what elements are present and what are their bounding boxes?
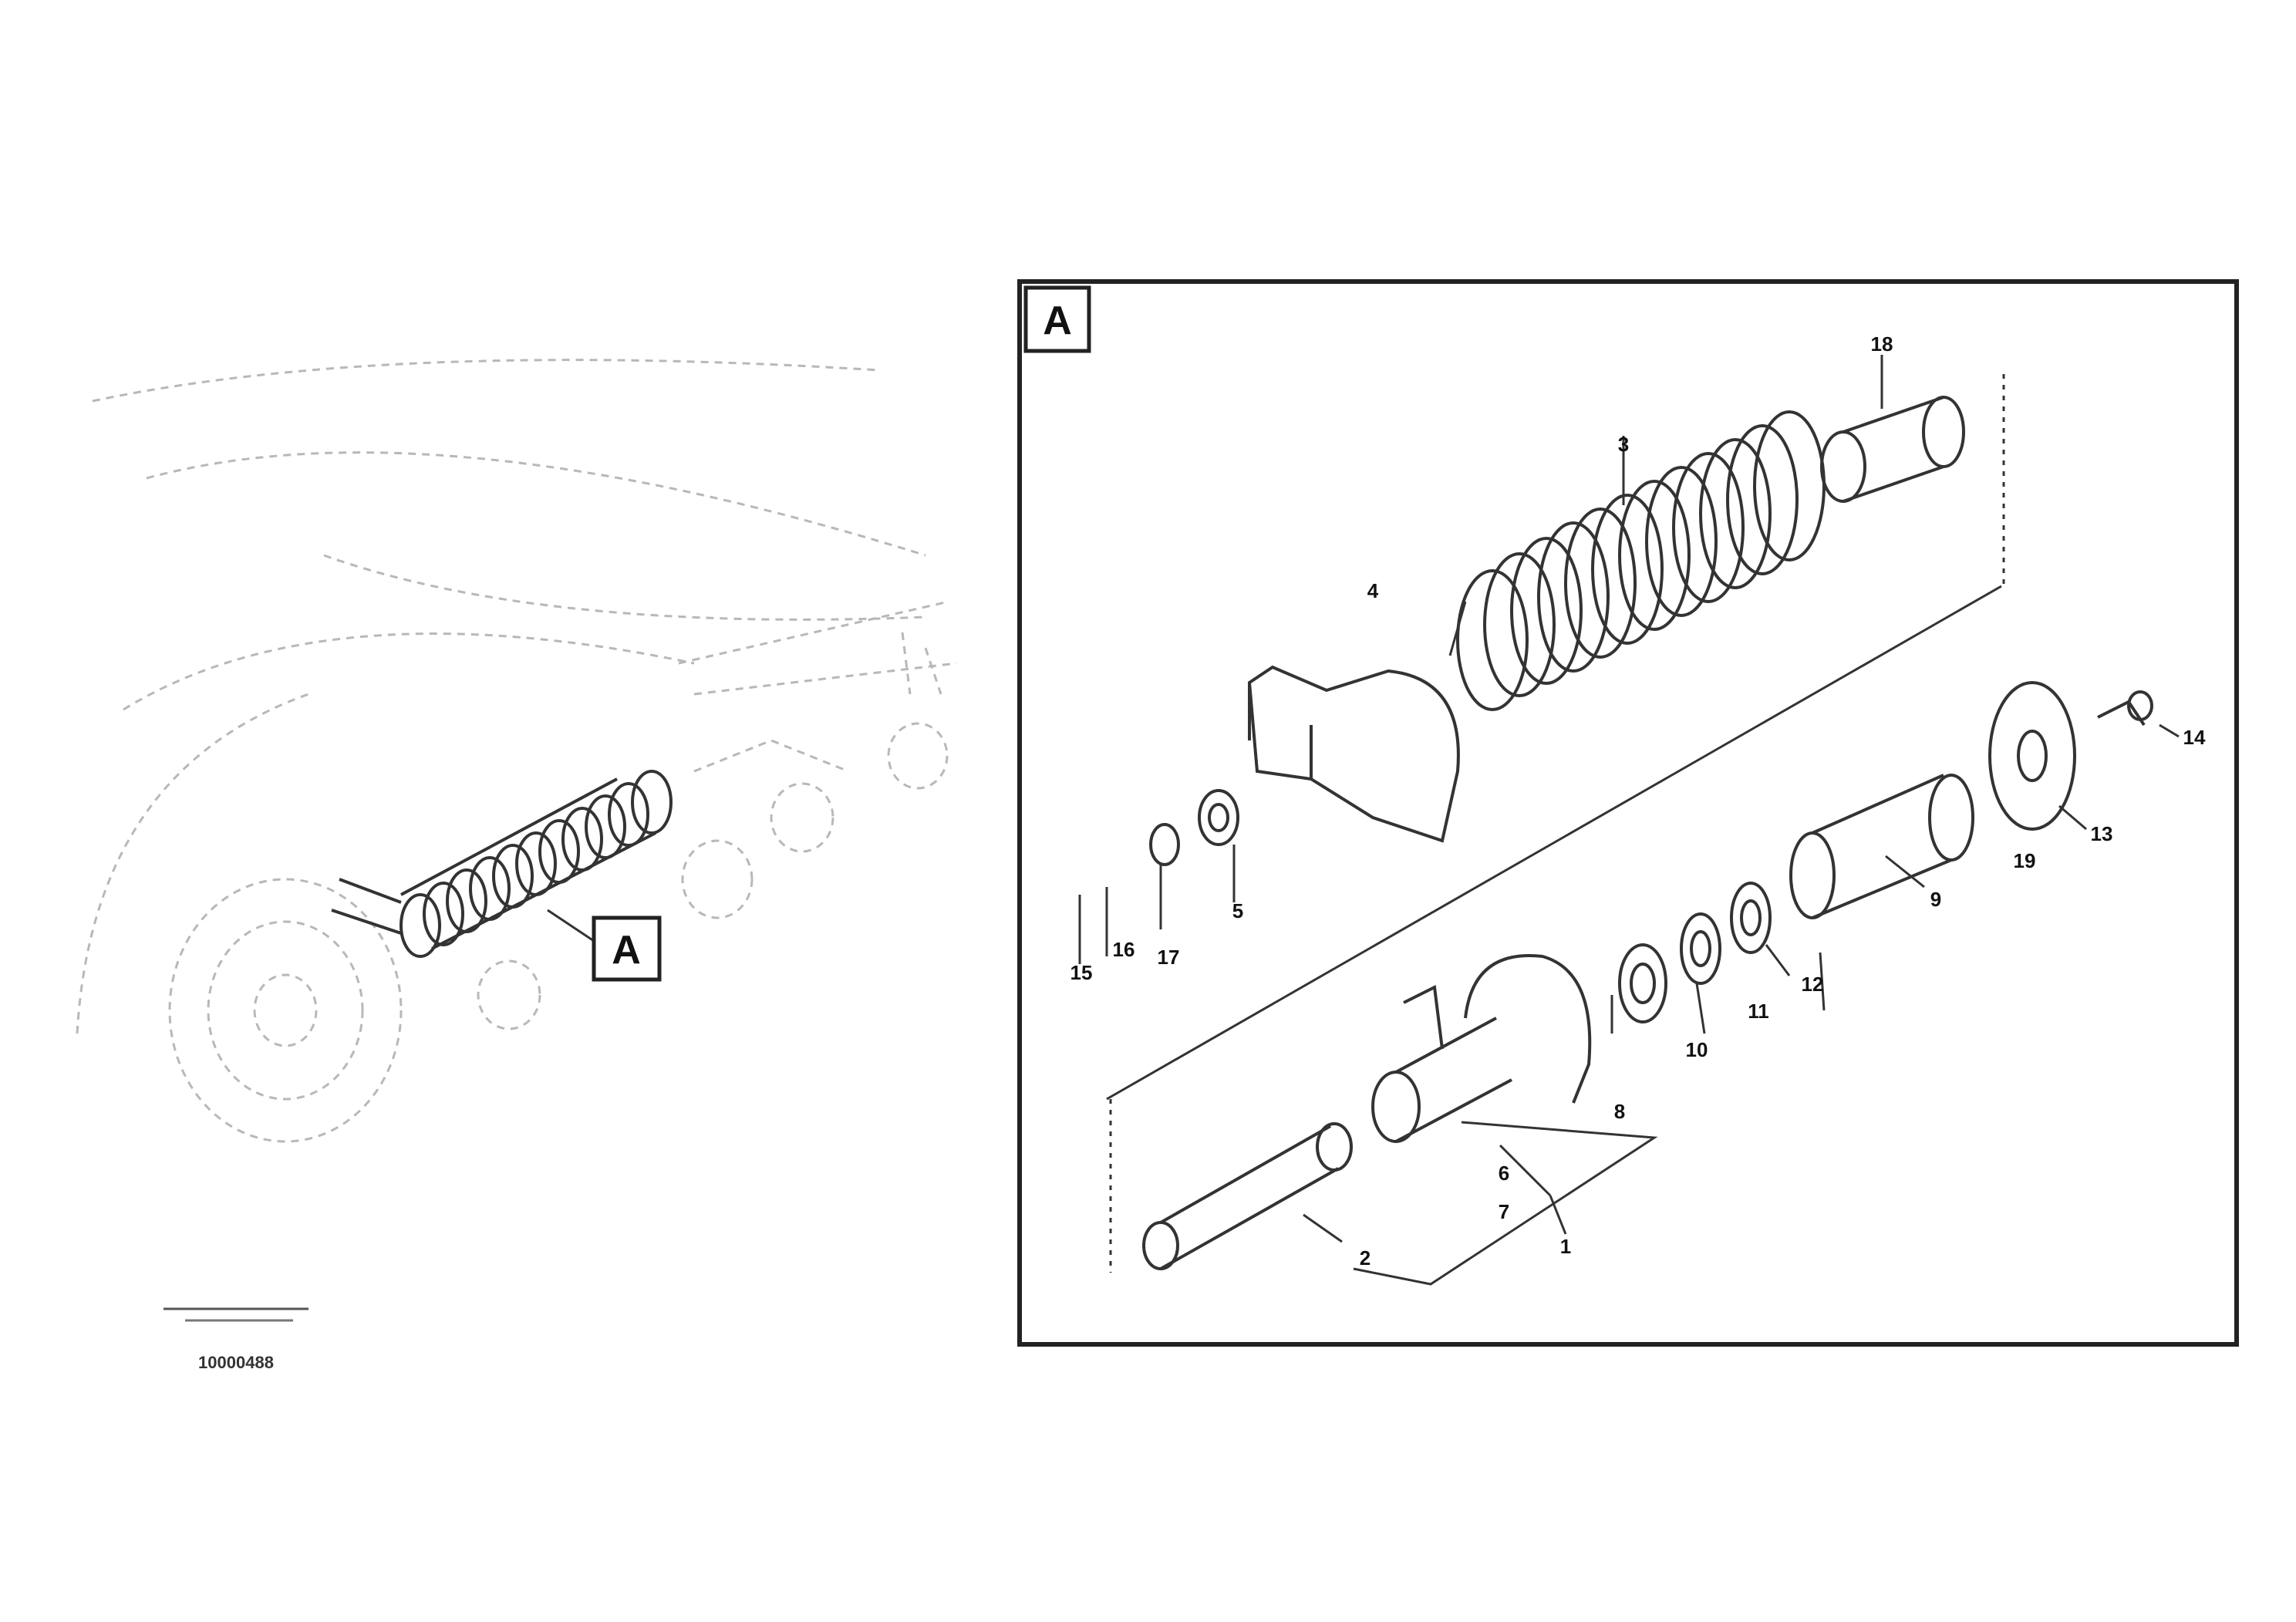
detail-box-label: A	[1043, 298, 1072, 343]
overview-callout-label: A	[612, 928, 641, 973]
part-label-4: 4	[1367, 579, 1379, 602]
detail-upper-assembly	[1078, 355, 1965, 964]
part-label-3: 3	[1618, 433, 1629, 456]
image-code: 10000488	[164, 1307, 308, 1372]
detail-box: A	[1017, 279, 2239, 1347]
part-label-18: 18	[1871, 332, 1893, 356]
part-label-5: 5	[1232, 899, 1243, 922]
part-label-12: 12	[1802, 973, 1824, 996]
overview-callout-a[interactable]: A	[592, 916, 662, 982]
detail-callout-a: A	[1023, 285, 1091, 353]
detail-lower-assembly	[1142, 681, 2180, 1286]
part-number-labels: 1 2 3 4 5 6 7 8 9 10 11 12 13 14 15 16 1…	[1070, 332, 2206, 1270]
part-label-17: 17	[1158, 946, 1180, 969]
part-label-9: 9	[1930, 888, 1941, 911]
part-label-2: 2	[1360, 1246, 1371, 1270]
part-label-15: 15	[1070, 961, 1093, 984]
part-label-19: 19	[2014, 849, 2036, 872]
part-label-6: 6	[1499, 1162, 1509, 1185]
part-label-10: 10	[1686, 1038, 1708, 1061]
part-label-1: 1	[1560, 1235, 1571, 1258]
part-label-13: 13	[2091, 822, 2113, 845]
image-code-text: 10000488	[198, 1353, 274, 1372]
part-label-8: 8	[1614, 1100, 1625, 1123]
part-label-7: 7	[1499, 1200, 1509, 1223]
overview-spring	[331, 770, 673, 958]
part-label-11: 11	[1748, 1000, 1769, 1023]
part-label-14: 14	[2183, 726, 2206, 749]
part-label-16: 16	[1113, 938, 1135, 961]
overview-illustration: A 10000488	[76, 359, 957, 1372]
